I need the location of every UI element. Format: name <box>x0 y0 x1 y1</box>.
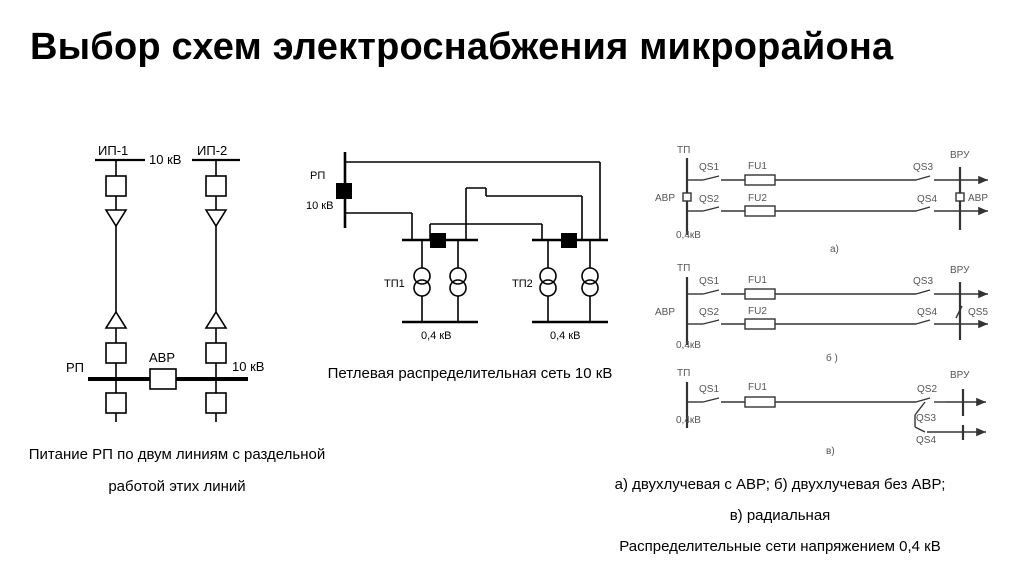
tp1-transformer-2-winding-hv <box>449 267 467 285</box>
avr-right-a-label: АВР <box>968 193 988 204</box>
qs5-sectional-switch <box>955 305 963 319</box>
scheme3-caption-line2: в) радиальная <box>729 507 831 524</box>
source-2-label: ИП-2 <box>197 143 227 158</box>
tp2-breaker-closed <box>561 233 577 248</box>
avr-label: АВР <box>149 350 175 365</box>
right-top-terminal <box>204 209 228 228</box>
avr-left-b-label: АВР <box>655 307 675 318</box>
voltage-c-label: 0,4кВ <box>676 415 701 426</box>
avr-left-a-label: АВР <box>655 193 675 204</box>
fu2-b-label: FU2 <box>748 306 767 317</box>
scheme1-power-supply <box>88 158 248 422</box>
scheme3a-two-ray-avr <box>682 158 988 235</box>
right-bottom-terminal <box>204 310 228 329</box>
tp2-transformer-1-winding-lv <box>539 279 557 297</box>
tp2-label: ТП2 <box>512 278 533 290</box>
tp1-transformer-2-winding-lv <box>449 279 467 297</box>
left-top-terminal <box>104 209 128 228</box>
tp1-transformer-1-winding-hv <box>413 267 431 285</box>
right-outgoing-breaker <box>205 392 227 414</box>
qs2-a-label: QS2 <box>699 194 719 205</box>
voltage-b-label: 0,4кВ <box>676 340 701 351</box>
qs3-c-label: QS3 <box>916 413 936 424</box>
left-bottom-terminal <box>104 310 128 329</box>
voltage-top-label: 10 кВ <box>149 152 181 167</box>
scheme3-caption-line3: Распределительные сети напряжением 0,4 к… <box>619 538 941 555</box>
qs1-c-label: QS1 <box>699 384 719 395</box>
vru-c-label: ВРУ <box>950 370 970 381</box>
left-rp-breaker <box>105 342 127 364</box>
scheme3-caption-line1: а) двухлучевая с АВР; б) двухлучевая без… <box>614 476 946 493</box>
voltage-a-label: 0,4кВ <box>676 230 701 241</box>
left-top-breaker <box>105 175 127 197</box>
tp2-transformer-1-winding-hv <box>539 267 557 285</box>
rp-label: РП <box>66 360 84 375</box>
page-title: Выбор схем электроснабжения микрорайона <box>30 26 894 68</box>
right-rp-breaker <box>205 342 227 364</box>
scheme2-caption: Петлевая распределительная сеть 10 кВ <box>327 365 613 382</box>
tp-a-label: ТП <box>677 145 690 156</box>
avr-sectional-breaker <box>149 368 177 390</box>
qs1-b-label: QS1 <box>699 276 719 287</box>
qs5-b-label: QS5 <box>968 307 988 318</box>
qs2-c-label: QS2 <box>917 384 937 395</box>
right-top-breaker <box>205 175 227 197</box>
rp2-voltage-label: 10 кВ <box>306 200 333 212</box>
tp2-transformer-2-winding-lv <box>581 279 599 297</box>
scheme3b-two-ray-no-avr <box>685 277 988 345</box>
scheme3c-radial <box>685 382 986 440</box>
scheme1-caption-line2: работой этих линий <box>108 478 246 495</box>
fu1-a-label: FU1 <box>748 161 767 172</box>
tp1-label: ТП1 <box>384 278 405 290</box>
fu1-c-label: FU1 <box>748 382 767 393</box>
qs4-c-label: QS4 <box>916 435 936 446</box>
variant-b-label: б ) <box>826 352 838 364</box>
tp2-transformer-2-winding-hv <box>581 267 599 285</box>
qs4-a-label: QS4 <box>917 194 937 205</box>
scheme2-loop-network <box>343 152 608 324</box>
tp1-lv-label: 0,4 кВ <box>421 330 452 342</box>
tp-b-label: ТП <box>677 263 690 274</box>
qs3-a-label: QS3 <box>913 162 933 173</box>
vru-b-label: ВРУ <box>950 265 970 276</box>
tp1-breaker-closed <box>430 233 446 248</box>
tp1-transformer-1-winding-lv <box>413 279 431 297</box>
left-outgoing-breaker <box>105 392 127 414</box>
source-1-label: ИП-1 <box>98 143 128 158</box>
tp-c-label: ТП <box>677 368 690 379</box>
voltage-bus-label: 10 кВ <box>232 359 264 374</box>
scheme1-caption-line1: Питание РП по двум линиям с раздельной <box>28 446 326 463</box>
tp2-lv-label: 0,4 кВ <box>550 330 581 342</box>
qs3-b-label: QS3 <box>913 276 933 287</box>
variant-a-label: а) <box>830 244 839 255</box>
rp2-label: РП <box>310 170 325 182</box>
qs1-a-label: QS1 <box>699 162 719 173</box>
vru-a-label: ВРУ <box>950 150 970 161</box>
fu2-a-label: FU2 <box>748 193 767 204</box>
variant-c-label: в) <box>826 446 835 457</box>
fu1-b-label: FU1 <box>748 275 767 286</box>
qs2-b-label: QS2 <box>699 307 719 318</box>
rp-breaker-closed <box>336 183 352 199</box>
qs4-b-label: QS4 <box>917 307 937 318</box>
